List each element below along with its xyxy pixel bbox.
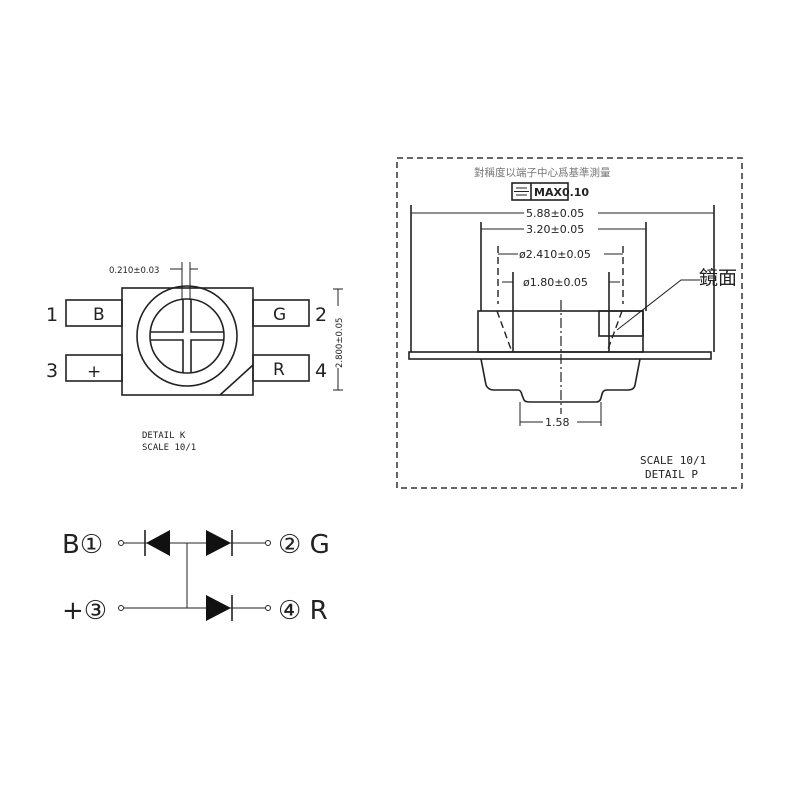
symmetry-note: 對稱度以端子中心爲基準測量 <box>474 166 611 179</box>
mirror-label: 鏡面 <box>699 267 737 289</box>
terminal-1 <box>118 540 124 546</box>
mirror-recess <box>598 310 644 337</box>
pin-number-3: 3 <box>46 360 58 382</box>
dim-bottom-width: 1.58 <box>545 416 570 429</box>
package-body <box>121 287 254 396</box>
pad-g <box>252 299 310 327</box>
pin-number-2: 2 <box>315 304 327 326</box>
lens-outer-ring <box>136 285 238 387</box>
bottom-profile <box>480 358 641 403</box>
detail-p-title: DETAIL P <box>645 468 698 481</box>
terminal-2 <box>265 540 271 546</box>
detail-k-scale: SCALE 10/1 <box>142 443 196 453</box>
pad-label-r: R <box>273 360 285 380</box>
dim-inner-diameter: ø1.80±0.05 <box>523 276 588 289</box>
dim-overall-width: 5.88±0.05 <box>526 207 584 220</box>
cross-pattern <box>150 299 224 373</box>
tolerance-value: MAX0.10 <box>534 186 589 199</box>
pad-label-b: B <box>93 305 105 325</box>
terminal-label-g2: ② G <box>278 530 330 560</box>
terminal-3 <box>118 605 124 611</box>
terminal-label-plus3: +③ <box>62 596 107 626</box>
dim-body-width: 3.20±0.05 <box>526 223 584 236</box>
detail-k-title: DETAIL K <box>142 431 186 441</box>
polarity-chamfer <box>219 364 254 396</box>
detail-p-scale: SCALE 10/1 <box>640 454 706 467</box>
terminal-label-r4: ④ R <box>278 596 328 626</box>
pad-label-plus: + <box>87 362 101 382</box>
dim-outer-diameter: ø2.410±0.05 <box>519 248 591 261</box>
tolerance-frame <box>511 182 569 201</box>
pad-b <box>65 299 123 327</box>
terminal-4 <box>265 605 271 611</box>
pad-label-g: G <box>273 305 286 325</box>
pad-plus <box>65 354 123 382</box>
diode-blue <box>144 530 170 556</box>
detail-p-section-view: 對稱度以端子中心爲基準測量 MAX0.10 5.88±0.05 3.20±0.0… <box>396 157 743 489</box>
dim-height: 2.800±0.05 <box>335 318 345 368</box>
pin-number-4: 4 <box>315 360 327 382</box>
diode-green <box>206 530 233 556</box>
dim-gap: 0.210±0.03 <box>109 266 159 276</box>
pad-r <box>252 354 310 382</box>
detail-frame <box>396 157 743 489</box>
detail-k-top-view: B + G R 1 3 2 4 0.210±0.03 2.800±0.05 DE… <box>46 262 345 453</box>
terminal-label-b1: B① <box>62 530 103 560</box>
pin-number-1: 1 <box>46 304 58 326</box>
diode-red <box>206 595 233 621</box>
symmetry-icon <box>514 187 529 196</box>
substrate-plate <box>408 351 712 360</box>
lens-inner-ring <box>149 298 225 374</box>
mirror-leader <box>616 279 700 331</box>
circuit-schematic: B① +③ ② G ④ R <box>62 530 330 626</box>
